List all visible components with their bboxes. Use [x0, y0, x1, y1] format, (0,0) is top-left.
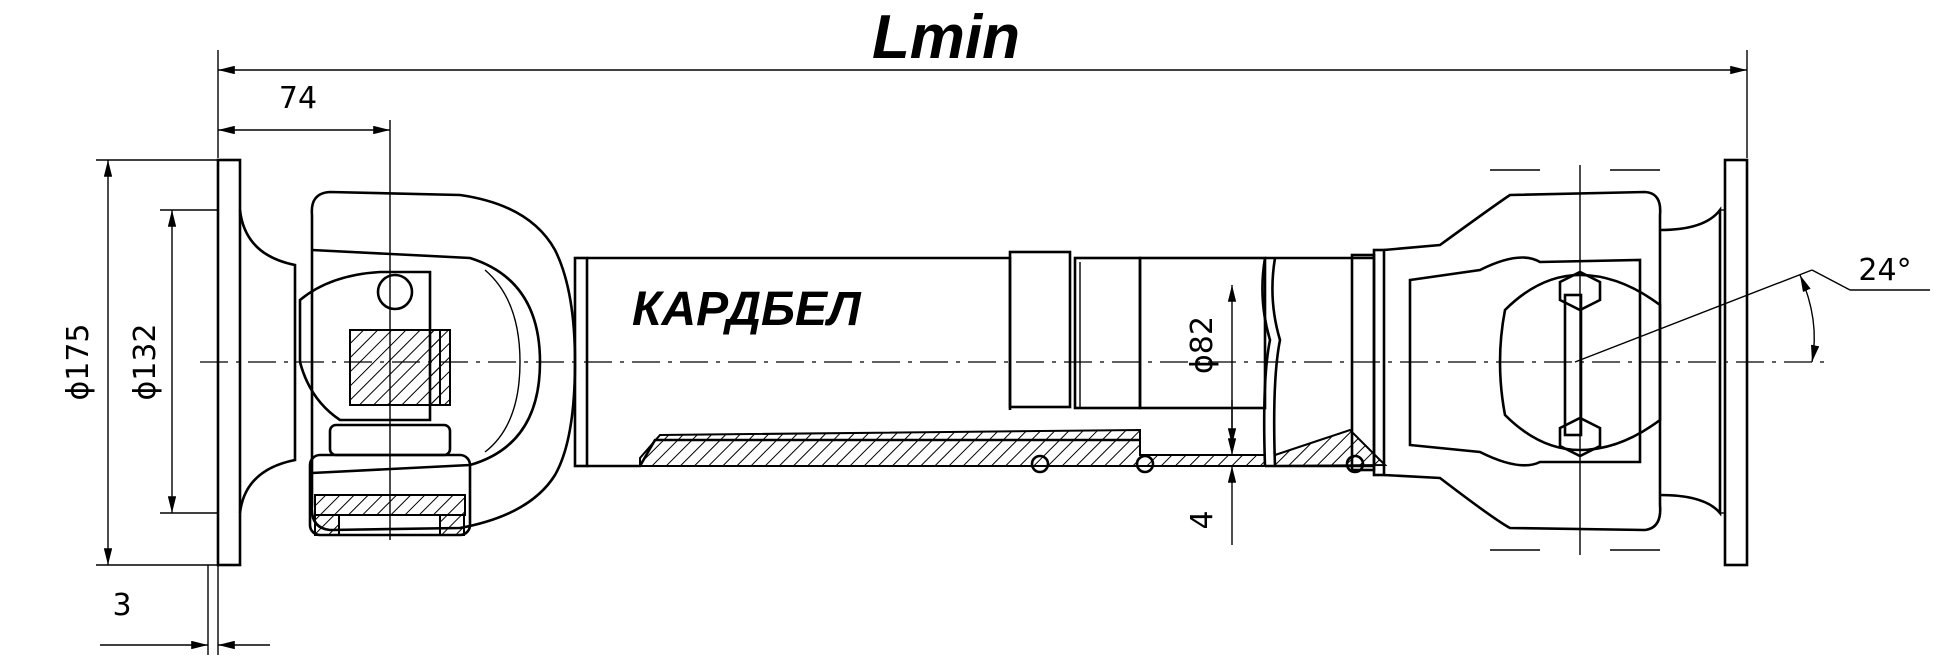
- flange-pilot-diameter-dimension: ϕ132: [128, 209, 218, 514]
- dim-3-label: 3: [112, 588, 131, 623]
- left-cross-section: [298, 270, 472, 540]
- left-flange: [216, 158, 297, 567]
- overall-length-dimension: [217, 50, 1748, 158]
- brand-label: КАРДБЕЛ: [632, 283, 862, 336]
- right-flange: [1659, 158, 1749, 567]
- wall-thickness-dimension: 4: [1185, 400, 1237, 545]
- tube-diameter-dimension: ϕ82: [1185, 285, 1237, 445]
- dim-82-label: ϕ82: [1185, 316, 1220, 374]
- dim-132-label: ϕ132: [128, 323, 163, 400]
- dim-24-label: 24°: [1858, 253, 1911, 288]
- flange-thickness-dimension: 3: [100, 565, 270, 655]
- tube-wall-section: [639, 428, 1388, 474]
- right-yoke: [1383, 165, 1662, 555]
- angle-dimension: 24°: [1574, 253, 1930, 363]
- title-lmin: Lmin: [872, 3, 1020, 72]
- flange-outer-diameter-dimension: ϕ175: [61, 159, 218, 566]
- flange-offset-dimension: 74: [218, 81, 391, 280]
- dim-4-label: 4: [1185, 510, 1220, 529]
- dim-175-label: ϕ175: [61, 323, 96, 400]
- dim-74-label: 74: [279, 81, 317, 116]
